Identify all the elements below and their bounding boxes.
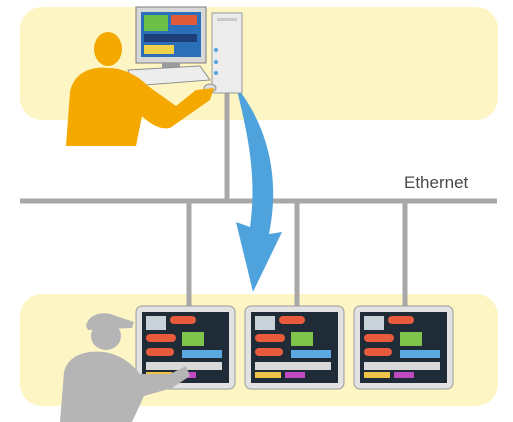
network-label: Ethernet xyxy=(404,173,469,192)
hmi-panel-icon xyxy=(135,305,236,390)
desktop-pc-icon xyxy=(127,6,243,94)
person-at-computer-icon xyxy=(66,32,214,146)
person-with-cap-icon xyxy=(60,313,190,422)
hmi-panel-icon xyxy=(353,305,454,390)
engineer-arm xyxy=(90,77,140,96)
transfer-arrow-icon xyxy=(236,86,282,292)
engineer-head xyxy=(94,32,122,66)
hmi-panel-icon xyxy=(244,305,345,390)
pc-tower xyxy=(211,12,243,94)
operator-body xyxy=(60,351,190,422)
operator-head xyxy=(91,322,121,350)
